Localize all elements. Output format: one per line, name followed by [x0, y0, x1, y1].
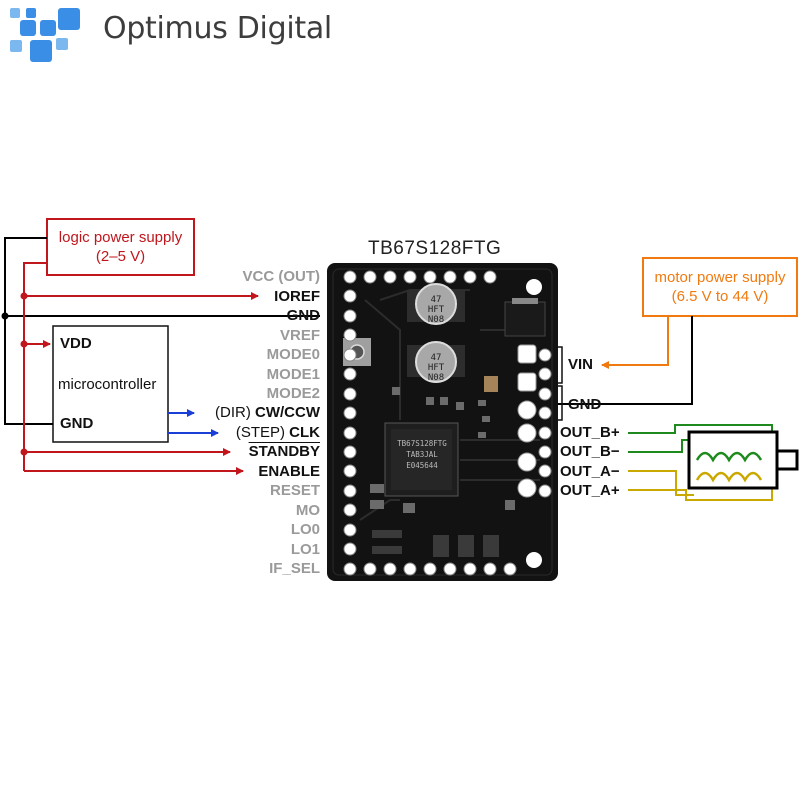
- logic-supply-box: [46, 218, 195, 276]
- logic-junction-standby: [20, 448, 28, 456]
- pin-out-b-plus: OUT_B+: [560, 424, 620, 441]
- pin-ioref: IOREF: [274, 288, 320, 305]
- pin-vref: VREF: [279, 327, 320, 344]
- logic-junction-vdd: [20, 340, 28, 348]
- motor-supply-label: motor power supply (6.5 V to 44 V): [643, 268, 797, 306]
- logic-wires: [23, 262, 259, 475]
- pin-gnd-right: GND: [568, 396, 602, 413]
- pin-enable: ENABLE: [258, 463, 320, 480]
- logic-supply-line1: logic power supply: [58, 229, 183, 246]
- brand-logo-icon: [10, 8, 80, 62]
- vin-gnd-brackets: [556, 346, 563, 421]
- logic-junction-ioref: [20, 292, 28, 300]
- pin-vin: VIN: [568, 356, 594, 373]
- motor-supply-wire: [601, 316, 669, 369]
- mc-pin-vdd: VDD: [60, 335, 92, 352]
- pin-cw-ccw-prefix: (DIR): [215, 404, 251, 421]
- chip-marking-2: TAB3JAL: [406, 450, 438, 459]
- capacitor-1-marking-1: 47: [431, 295, 442, 305]
- microcontroller-box: [52, 325, 169, 443]
- pin-cw-ccw-row: (DIR) CW/CCW: [215, 404, 320, 421]
- capacitor-1-marking-2: HFT: [428, 305, 445, 315]
- pin-out-b-minus: OUT_B−: [560, 443, 620, 460]
- motor-supply-line1: motor power supply: [654, 269, 786, 286]
- logic-supply-line2: (2–5 V): [95, 248, 146, 265]
- pin-reset: RESET: [269, 482, 320, 499]
- motor-supply-box: [642, 257, 798, 317]
- pin-mode0: MODE0: [266, 346, 320, 363]
- pin-clk-row: (STEP) CLK: [236, 424, 320, 441]
- ground-wires: [4, 237, 693, 425]
- pin-clk-prefix: (STEP): [235, 424, 285, 441]
- pin-standby: STANDBY: [248, 443, 320, 460]
- pin-lo1: LO1: [290, 541, 320, 558]
- pin-out-a-plus: OUT_A+: [560, 482, 620, 499]
- mc-name: microcontroller: [58, 376, 157, 393]
- pin-clk: CLK: [289, 424, 320, 441]
- pin-cw-ccw: CW/CCW: [255, 404, 320, 421]
- board-title: TB67S128FTG: [368, 238, 502, 259]
- pin-vcc-out: VCC (OUT): [242, 268, 321, 285]
- pin-out-a-minus: OUT_A−: [560, 463, 620, 480]
- pin-if-sel: IF_SEL: [269, 560, 320, 577]
- driver-board: TB67S128FTG TAB3JAL E045644 47 HFT N08 4…: [327, 263, 558, 581]
- chip-marking-3: E045644: [406, 461, 438, 470]
- mc-pin-gnd: GND: [60, 415, 94, 432]
- pin-gnd-left: GND: [286, 307, 320, 324]
- stepper-motor-icon: [687, 430, 799, 490]
- capacitor-2-marking-1: 47: [431, 353, 442, 363]
- signal-wires: [168, 409, 219, 437]
- ground-junction: [1, 312, 9, 320]
- logic-supply-label: logic power supply (2–5 V): [47, 228, 194, 266]
- capacitor-2-marking-2: HFT: [428, 363, 445, 373]
- brand-name: Optimus Digital: [103, 11, 332, 46]
- pin-mode2: MODE2: [266, 385, 320, 402]
- capacitor-1-marking-3: N08: [428, 315, 444, 325]
- pin-mode1: MODE1: [266, 366, 320, 383]
- motor-supply-line2: (6.5 V to 44 V): [671, 288, 769, 305]
- chip-marking-1: TB67S128FTG: [397, 439, 447, 448]
- pin-lo0: LO0: [290, 521, 320, 538]
- pin-mo: MO: [295, 502, 320, 519]
- capacitor-2-marking-3: N08: [428, 373, 444, 383]
